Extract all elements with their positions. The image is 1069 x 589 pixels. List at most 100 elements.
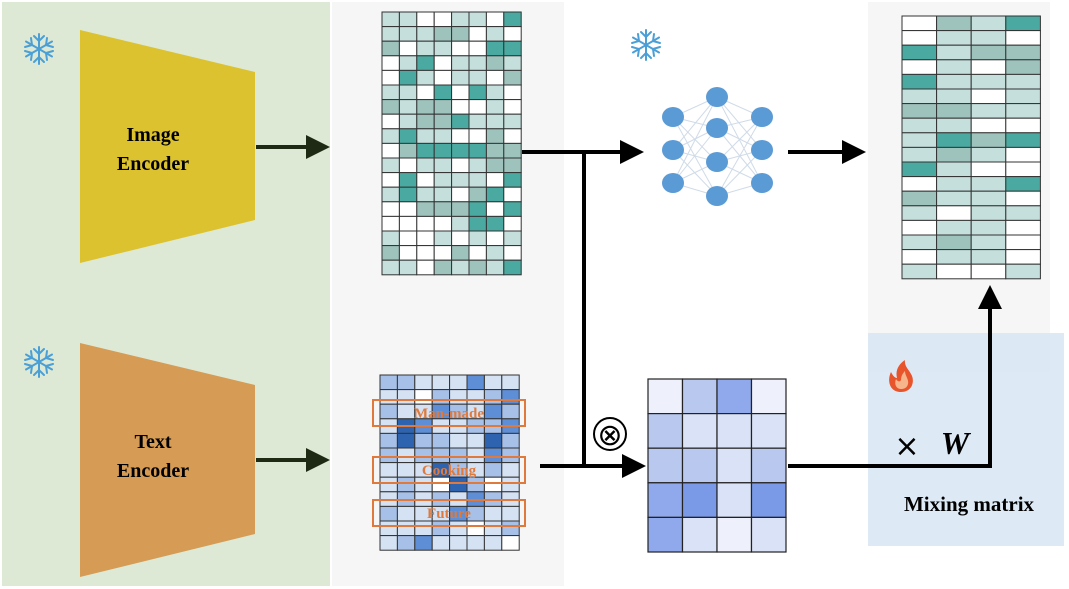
matrix-cell [416,128,435,144]
matrix-cell [901,15,938,32]
matrix-cell [396,432,416,449]
matrix-cell [396,535,416,551]
matrix-cell [750,378,787,415]
matrix-cell [379,403,398,420]
matrix-cell [503,201,522,217]
matrix-cell [468,172,487,188]
matrix-cell [970,146,1007,163]
matrix-cell [398,142,418,159]
matrix-cell [396,505,416,522]
matrix-cell [379,505,398,522]
matrix-cell [398,259,418,276]
nn-edge [716,149,763,197]
matrix-cell [451,11,470,28]
matrix-cell [396,389,416,405]
matrix-cell [1005,190,1041,207]
matrix-cell [433,157,453,174]
matrix-cell [503,186,522,203]
matrix-cell [379,447,398,464]
matrix-cell [416,172,435,188]
matrix-cell [901,73,938,90]
matrix-cell [396,476,416,493]
matrix-cell [936,234,972,251]
matrix-cell [485,128,505,144]
nn-node [751,173,773,193]
matrix-cell [901,30,938,46]
matrix-cell [431,374,451,391]
matrix-cell [451,201,470,217]
matrix-cell [433,99,453,115]
matrix-cell [468,55,487,71]
matrix-cell [414,432,433,449]
matrix-cell [750,413,787,449]
concept-box [372,456,526,484]
matrix-cell [468,245,487,261]
matrix-cell [901,132,938,148]
matrix-cell [936,161,972,178]
matrix-cell [416,40,435,57]
matrix-cell [681,413,718,449]
matrix-cell [970,73,1007,90]
matrix-cell [901,219,938,236]
matrix-cell [398,11,418,28]
matrix-cell [485,99,505,115]
matrix-cell [398,215,418,232]
matrix-cell [381,113,400,130]
nn-node [706,87,728,107]
matrix-cell [466,389,485,405]
matrix-cell [681,447,718,484]
text-embedding-matrix [379,374,520,551]
matrix-cell [381,259,400,276]
matrix-cell [503,26,522,42]
matrix-cell [1005,88,1041,105]
matrix-cell [970,15,1007,32]
matrix-cell [1005,103,1041,119]
matrix-cell [901,88,938,105]
matrix-cell [433,55,453,71]
matrix-cell [750,482,787,518]
matrix-cell [970,44,1007,61]
matrix-cell [970,161,1007,178]
matrix-cell [381,128,400,144]
matrix-cell [449,535,468,551]
matrix-cell [381,230,400,247]
matrix-cell [451,172,470,188]
matrix-cell [647,447,684,484]
matrix-cell [901,103,938,119]
matrix-cell [936,30,972,46]
matrix-cell [451,157,470,174]
output-embedding-matrix [901,15,1041,280]
matrix-cell [485,55,505,71]
matrix-cell [936,190,972,207]
matrix-cell [501,432,520,449]
nn-node [751,107,773,127]
matrix-cell [433,172,453,188]
matrix-cell [431,447,451,464]
matrix-cell [647,378,684,415]
matrix-cell [433,186,453,203]
matrix-cell [416,84,435,101]
matrix-cell [503,55,522,71]
matrix-cell [451,215,470,232]
matrix-cell [936,73,972,90]
matrix-cell [483,432,503,449]
matrix-cell [503,84,522,101]
matrix-cell [503,245,522,261]
matrix-cell [1005,30,1041,46]
matrix-cell [468,186,487,203]
matrix-cell [503,11,522,28]
matrix-cell [379,374,398,391]
matrix-cell [503,172,522,188]
matrix-cell [485,142,505,159]
matrix-cell [483,520,503,537]
matrix-cell [468,84,487,101]
matrix-cell [381,84,400,101]
matrix-cell [485,69,505,86]
matrix-cell [647,516,684,553]
matrix-cell [468,26,487,42]
matrix-cell [414,389,433,405]
matrix-cell [1005,205,1041,221]
matrix-cell [501,447,520,464]
matrix-cell [414,374,433,391]
